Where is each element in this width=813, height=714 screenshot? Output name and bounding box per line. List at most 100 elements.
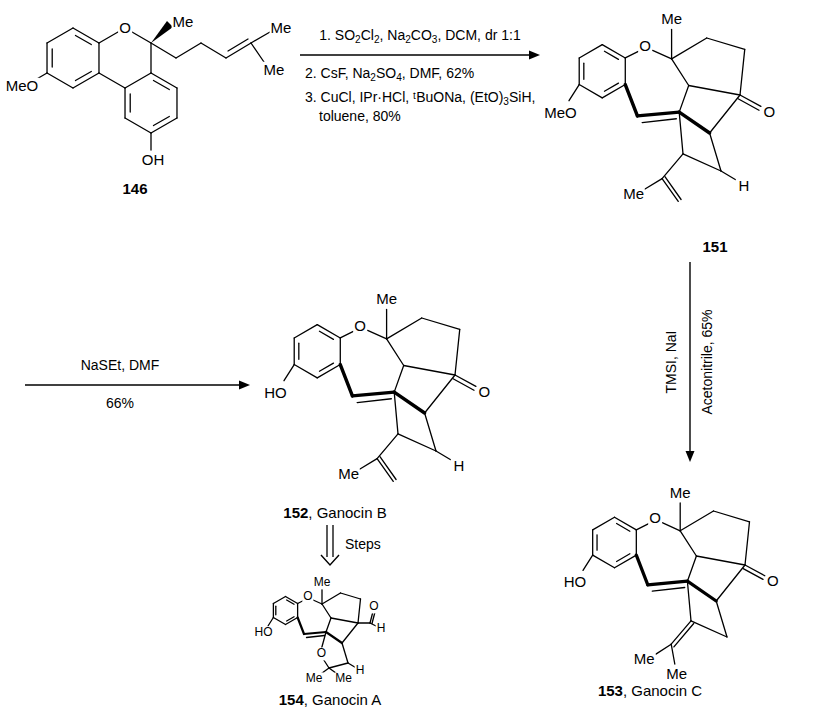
bond	[377, 434, 398, 459]
bond	[625, 51, 638, 58]
bond	[326, 632, 342, 643]
bond	[674, 624, 694, 647]
bond	[569, 85, 579, 101]
bond	[716, 601, 727, 637]
bond	[75, 71, 91, 80]
bond	[617, 524, 630, 532]
bond	[273, 618, 285, 625]
bond	[710, 95, 740, 133]
atom-label: O	[763, 104, 777, 121]
bond	[319, 331, 333, 339]
compound: 151	[540, 0, 808, 262]
bond	[691, 621, 727, 637]
atom-label: Me	[665, 666, 688, 683]
bond	[251, 32, 270, 43]
bond	[124, 88, 125, 118]
bond	[662, 154, 683, 179]
bond	[636, 524, 648, 530]
bond	[368, 330, 387, 339]
bond	[275, 606, 276, 615]
compound-label: 146	[122, 180, 147, 197]
atom-label: Me	[660, 11, 683, 28]
bond	[329, 663, 348, 668]
bond	[46, 43, 47, 73]
atom-label: Me	[172, 14, 195, 31]
reagent-text: Acetonitrile, 65%	[700, 309, 715, 414]
bond	[386, 309, 387, 338]
bond	[721, 171, 735, 180]
reagent-text: NaSEt, DMF	[81, 358, 160, 373]
bond	[662, 523, 680, 531]
bond	[358, 622, 370, 623]
bond	[680, 531, 696, 556]
bond	[593, 517, 615, 530]
bond	[294, 325, 317, 338]
compound-label: 151	[702, 238, 727, 255]
atom-label: O	[316, 647, 327, 660]
atom-label: O	[302, 590, 313, 603]
atom-label: Me	[334, 672, 353, 685]
bond	[679, 112, 683, 154]
bond	[596, 535, 597, 550]
bond	[228, 39, 248, 51]
compound-label: 152, Ganocin B	[283, 504, 386, 521]
bond	[341, 593, 361, 599]
atom-label: Me	[305, 672, 324, 685]
bond	[743, 569, 763, 580]
bond	[738, 99, 759, 110]
bond	[394, 366, 404, 393]
bond	[637, 112, 679, 116]
atom-label: HO	[263, 385, 288, 402]
bond	[672, 59, 689, 86]
atom-label: H	[452, 458, 465, 475]
arrow-head	[239, 381, 250, 390]
atom-label: H	[376, 622, 387, 635]
bond	[287, 617, 294, 621]
atom-label: Me	[270, 20, 293, 37]
atom-label: O	[368, 600, 379, 613]
compound-label: 154, Ganocin A	[279, 691, 382, 708]
reagent-text: 2. CsF, Na2SO4, DMF, 62%	[305, 66, 474, 81]
bond	[422, 318, 460, 329]
bond	[132, 32, 151, 43]
atom-label: MeO	[5, 78, 40, 95]
bond	[436, 451, 450, 460]
atom-label: O	[353, 317, 367, 334]
bond	[47, 73, 73, 88]
reagent-text: 1. SO2Cl2, Na2CO3, DCM, dr 1:1	[319, 28, 520, 43]
bond	[294, 338, 295, 365]
bond	[268, 618, 273, 627]
bond	[304, 632, 326, 634]
bond	[357, 399, 391, 403]
bond	[287, 600, 294, 604]
bond	[75, 35, 91, 44]
bond	[394, 392, 398, 434]
bond	[687, 581, 691, 621]
bond	[636, 530, 637, 555]
atom-label: OH	[141, 152, 166, 169]
bond	[331, 618, 358, 623]
atom-label: Me	[669, 485, 692, 502]
bond	[340, 331, 353, 338]
arrow-shaft	[25, 384, 242, 385]
atom-label: Me	[633, 650, 656, 667]
atom-label: Me	[375, 291, 398, 308]
arrow-shaft	[326, 525, 327, 557]
bond	[672, 38, 707, 59]
bond	[579, 45, 602, 58]
atom-label: O	[648, 510, 662, 527]
bond	[404, 366, 455, 376]
bond	[583, 63, 584, 79]
bond	[604, 83, 618, 91]
bond	[321, 589, 322, 605]
compound: 153, Ganocin C	[545, 462, 810, 702]
bond	[294, 365, 317, 378]
bond	[286, 597, 298, 604]
bond	[453, 379, 474, 390]
wedge-bond	[151, 21, 173, 43]
arrow-shaft	[689, 262, 690, 454]
bond	[662, 179, 678, 202]
reaction-arrow	[321, 525, 339, 565]
bond	[604, 51, 618, 59]
compound: 154, Ganocin A	[215, 565, 515, 714]
